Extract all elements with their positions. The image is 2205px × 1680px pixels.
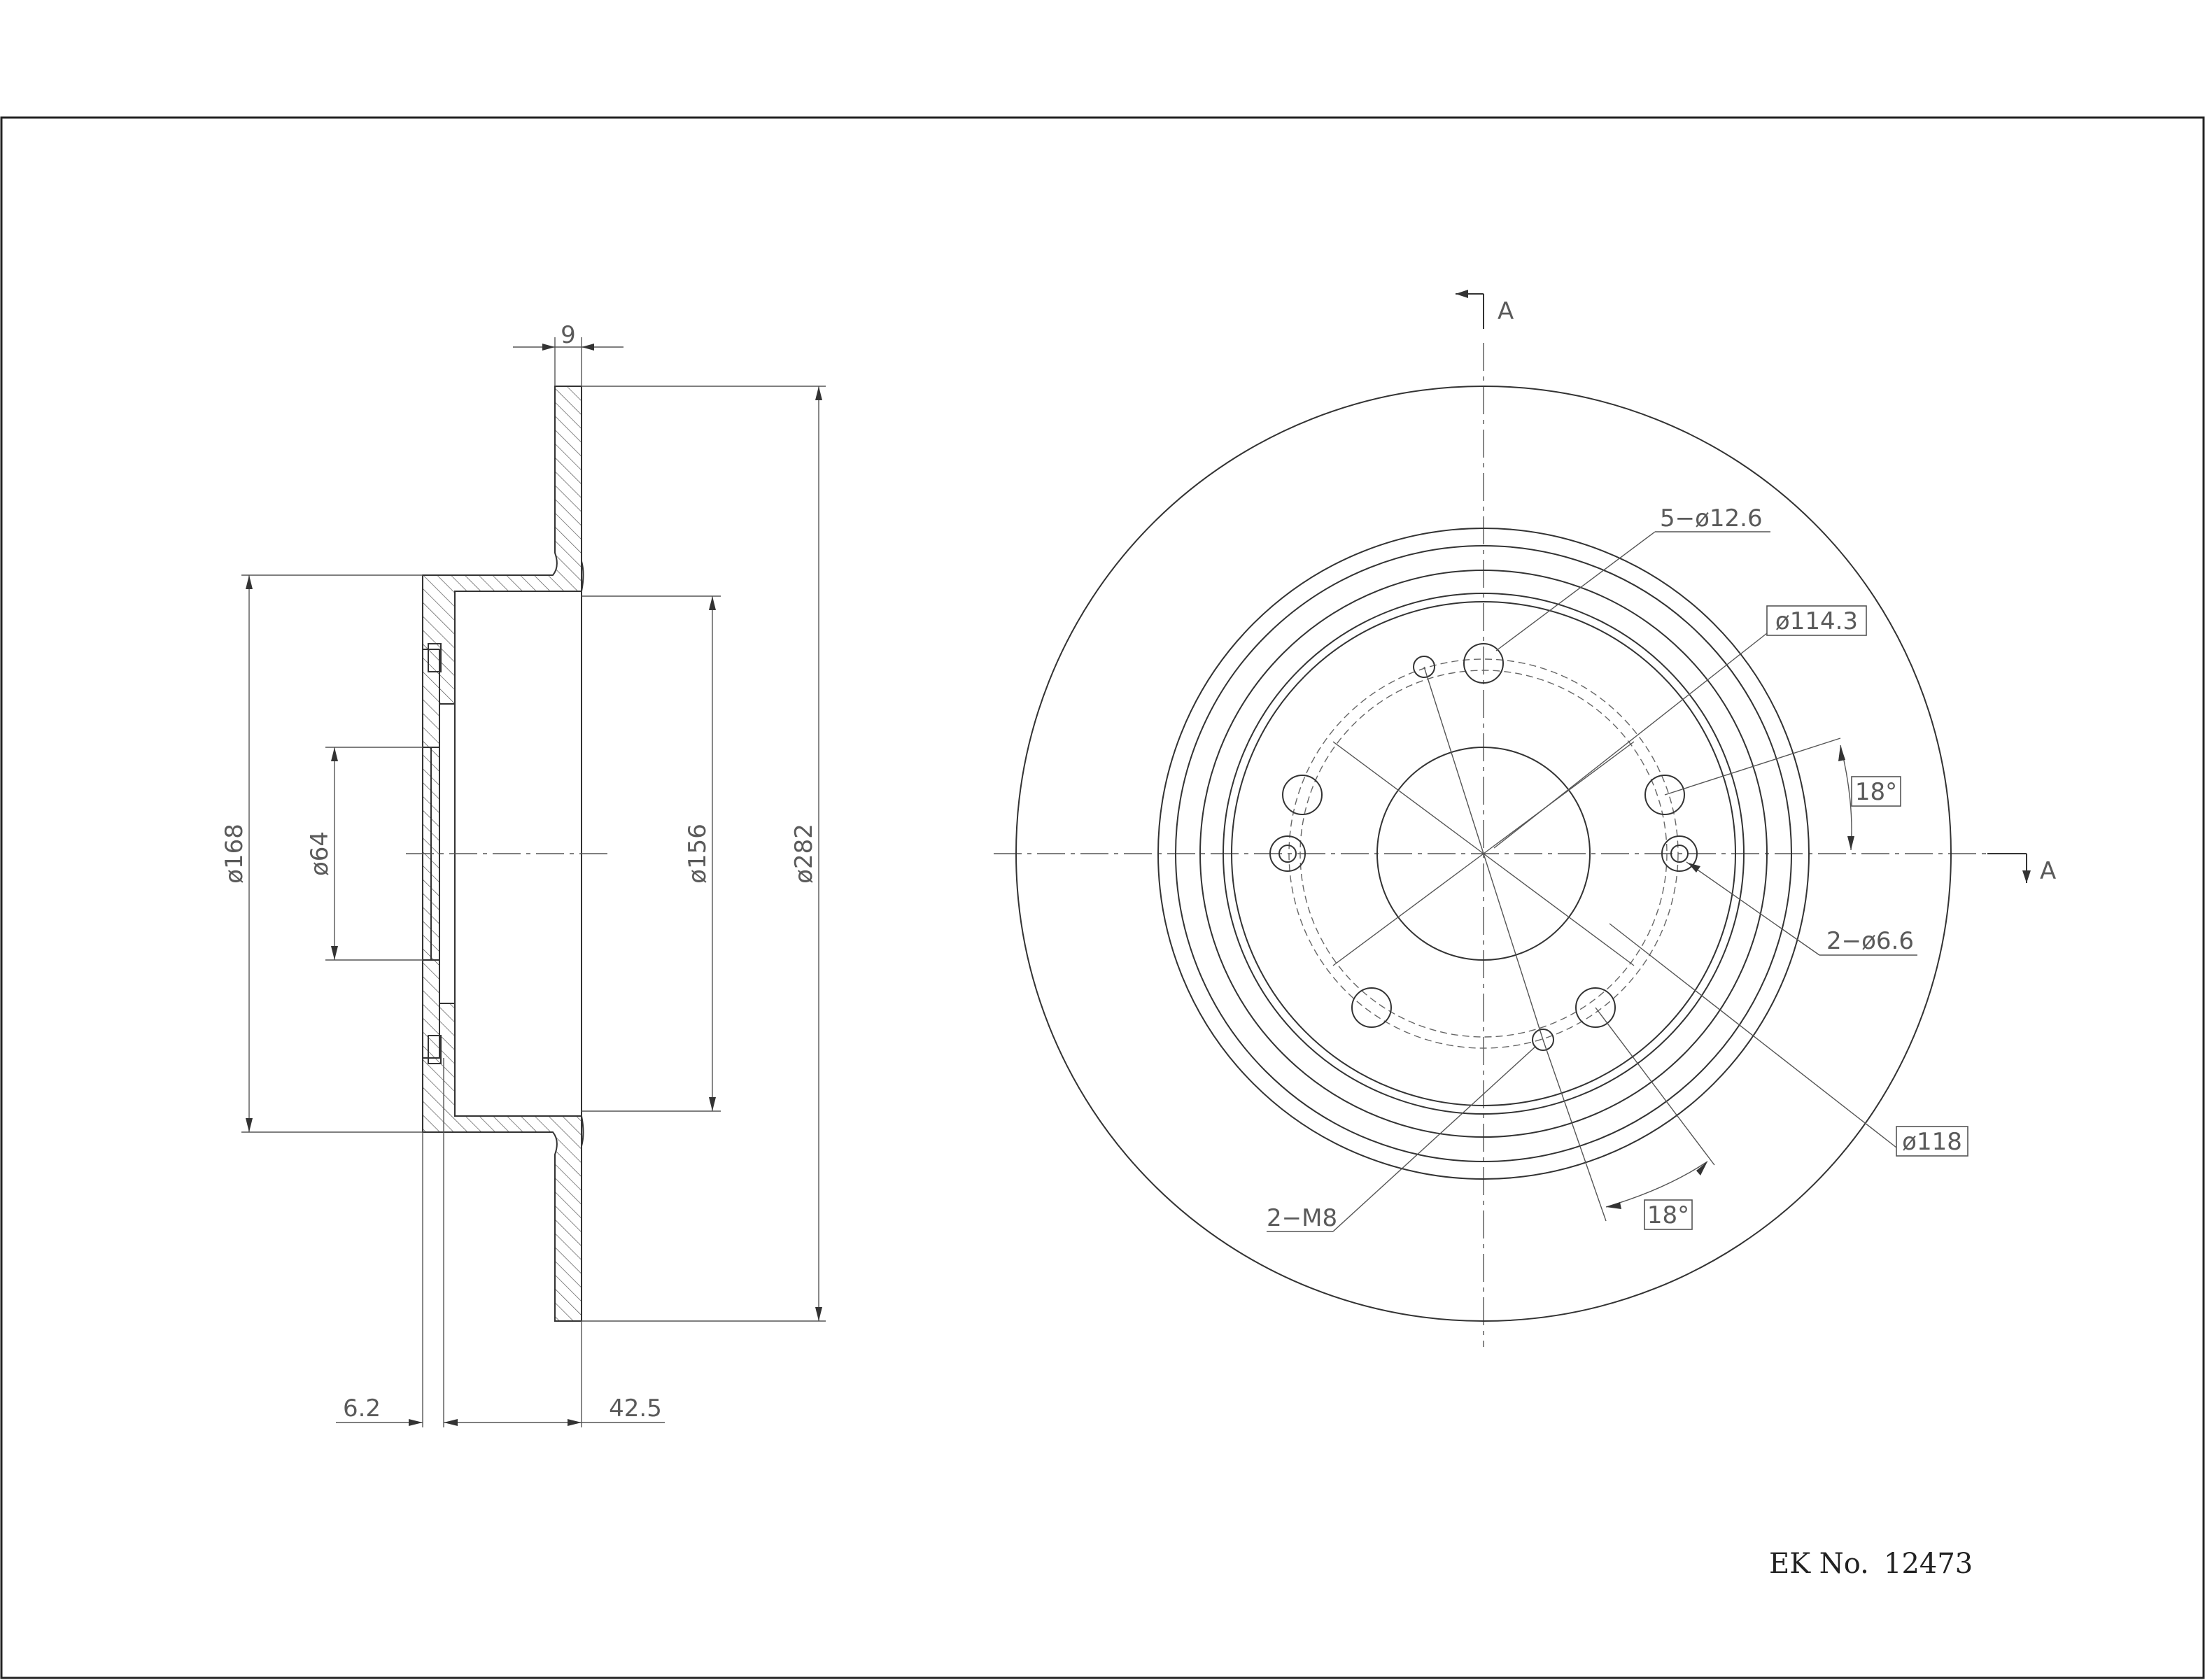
pcd-circle [1288, 658, 1679, 1049]
dim-threaded: 2−M8 [1267, 1204, 1337, 1232]
dim-small-holes: 2−ø6.6 [1826, 927, 1914, 955]
section-hatch-bottom [422, 1003, 584, 1322]
dim-pcd: ø114.3 [1775, 607, 1858, 635]
bolt-hole [1575, 987, 1616, 1028]
bolt-hole [1351, 987, 1392, 1028]
dim-inner-ring: ø118 [1902, 1128, 1962, 1156]
side-section-view: 9 ø282 ø156 ø168 ø64 [220, 321, 826, 1427]
dim-center-bore: ø64 [306, 831, 334, 876]
bolt-hole [1644, 775, 1685, 815]
bolt-hole [1282, 775, 1323, 815]
dim-bolt-holes: 5−ø12.6 [1660, 504, 1763, 532]
dim-hat-diameter: ø168 [220, 824, 248, 884]
center-bore [1376, 747, 1591, 961]
drawing-frame [0, 116, 2205, 1679]
threaded-hole [1532, 1029, 1554, 1051]
dim-inner-diameter: ø156 [684, 824, 712, 884]
small-hole [1661, 835, 1698, 872]
section-hatch-top [422, 386, 584, 705]
ek-label: EK No. [1769, 1548, 1869, 1580]
dim-offset: 42.5 [609, 1395, 662, 1423]
section-marker-right: A [2040, 857, 2056, 885]
section-marker-top: A [1498, 297, 1514, 325]
dim-angle-top: 18° [1855, 778, 1897, 806]
front-view: 5−ø12.6 ø114.3 18° 2−ø6.6 ø118 2−M8 18° [994, 290, 2056, 1347]
dim-hat-thickness: 6.2 [343, 1395, 381, 1423]
small-hole [1413, 656, 1435, 678]
dim-thickness: 9 [561, 321, 576, 349]
dim-outer-diameter: ø282 [790, 824, 818, 884]
ek-number: 12473 [1884, 1548, 1973, 1580]
bolt-hole [1463, 643, 1504, 684]
dim-angle-bottom: 18° [1647, 1201, 1689, 1229]
rotor-outer-edge [1015, 386, 1952, 1322]
